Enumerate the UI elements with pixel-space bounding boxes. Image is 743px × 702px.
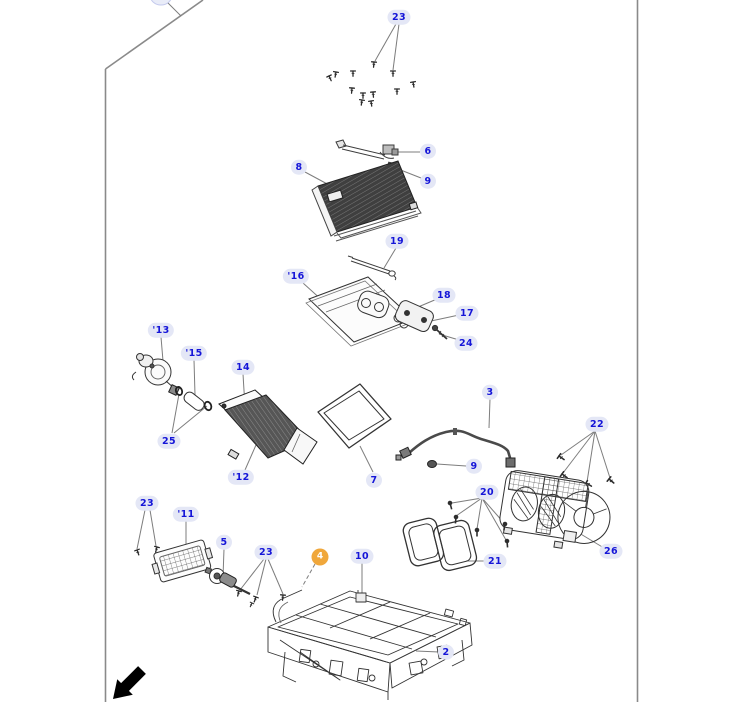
callout-18[interactable]: 18 (432, 287, 456, 303)
callout-23-left[interactable]: 23 (135, 495, 159, 511)
harness-drawing (395, 428, 516, 468)
callout-9-harness[interactable]: 9 (465, 458, 483, 474)
heater-core-drawing (218, 389, 318, 465)
cutoff-callout (150, 0, 182, 17)
filter-drawing (311, 160, 422, 242)
callout-7[interactable]: 7 (365, 472, 383, 488)
bolt-cluster (446, 499, 511, 549)
panel-4-target (272, 589, 303, 623)
callout-25[interactable]: 25 (157, 433, 181, 449)
fitting-drawing (357, 290, 448, 340)
callout-21[interactable]: 21 (483, 553, 507, 569)
diagram-frame (104, 0, 639, 702)
screw-cluster-top (326, 61, 417, 108)
callout-2[interactable]: 2 (437, 644, 455, 660)
clip-10-target (355, 592, 367, 603)
tube-orings-drawing (174, 386, 213, 412)
callout-10[interactable]: 10 (350, 548, 374, 564)
callout-23-mid[interactable]: 23 (254, 544, 278, 560)
callout-24[interactable]: 24 (454, 335, 478, 351)
callout-14[interactable]: 14 (231, 359, 255, 375)
orientation-arrow-icon (113, 666, 146, 699)
callout-6[interactable]: 6 (419, 143, 437, 159)
screw-cluster-mid (234, 589, 287, 609)
sensor-drawing (204, 566, 251, 595)
callout-20[interactable]: 20 (475, 484, 499, 500)
twin-gasket-drawing (402, 517, 478, 572)
callout-3[interactable]: 3 (481, 384, 499, 400)
tube-19-drawing (347, 255, 397, 281)
callout-8[interactable]: 8 (290, 159, 308, 175)
callout-19[interactable]: 19 (385, 233, 409, 249)
valve-drawing (131, 353, 180, 396)
callout-16[interactable]: '16 (282, 268, 310, 284)
callout-13[interactable]: '13 (147, 322, 175, 338)
blower-drawing (499, 470, 611, 549)
seal-frame-drawing (317, 383, 392, 449)
housing-drawing (267, 589, 473, 700)
callout-12[interactable]: '12 (227, 469, 255, 485)
callout-15[interactable]: '15 (180, 345, 208, 361)
callout-23-top[interactable]: 23 (387, 9, 411, 25)
callout-9-filter[interactable]: 9 (419, 173, 437, 189)
callout-5[interactable]: 5 (215, 534, 233, 550)
bracket-drawing (151, 539, 214, 583)
callout-22[interactable]: 22 (585, 416, 609, 432)
callout-4-highlighted[interactable]: 4 (311, 548, 329, 566)
callout-26[interactable]: 26 (599, 543, 623, 559)
callout-17[interactable]: 17 (455, 305, 479, 321)
callout-11[interactable]: '11 (172, 506, 200, 522)
